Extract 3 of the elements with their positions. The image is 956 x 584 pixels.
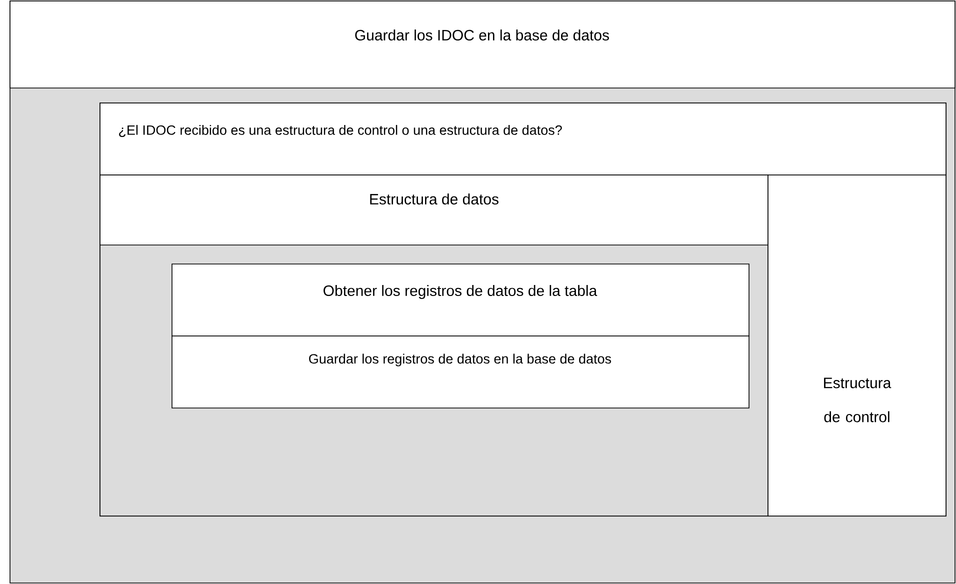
structure-box: Obtener los registros de datos de la tabla	[172, 264, 750, 336]
structure-box: Estructura de control	[768, 174, 946, 516]
structure-box: Guardar los registros de datos en la base de datos	[172, 336, 750, 408]
